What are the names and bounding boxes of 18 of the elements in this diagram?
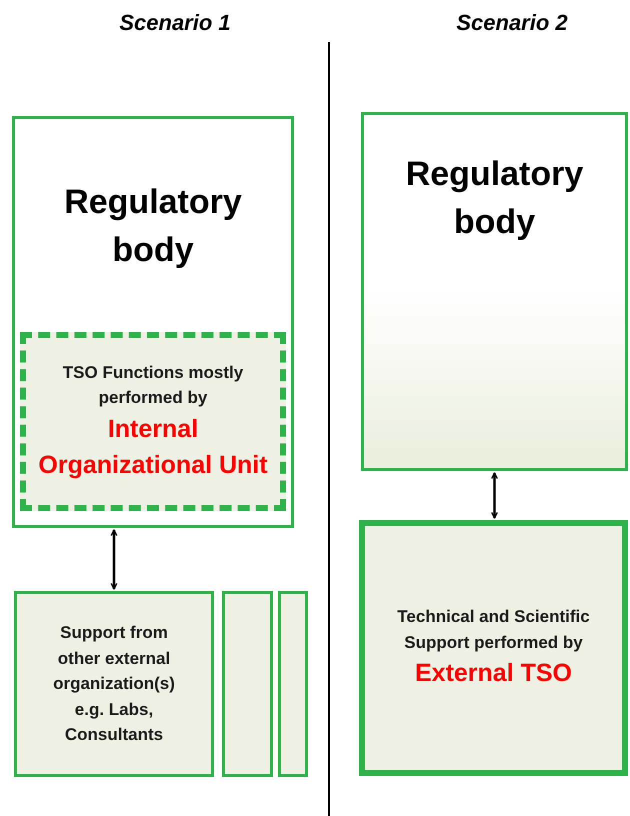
node-text: TSO Functions mostly performed by <box>62 362 244 410</box>
empty-box <box>222 591 273 777</box>
node-title: Regulatory body <box>63 182 243 271</box>
node-title: Regulatory body <box>404 154 584 243</box>
double-arrow <box>110 529 118 590</box>
process-box <box>14 591 214 777</box>
process-box <box>361 112 628 471</box>
empty-box <box>278 591 308 777</box>
node-text: Support from other external organization(s) e.g. Labs, Consultants <box>52 622 176 746</box>
double-arrow <box>491 472 498 519</box>
scenario-heading: Scenario 1 <box>119 9 231 37</box>
process-box <box>20 332 286 511</box>
node-text: Technical and Scientific Support performed by <box>396 606 591 654</box>
process-box <box>12 116 294 528</box>
process-box <box>359 520 628 776</box>
scenario-heading: Scenario 2 <box>456 9 568 37</box>
highlight-text: Internal Organizational Unit <box>38 414 268 481</box>
highlight-text: External TSO <box>415 658 572 690</box>
